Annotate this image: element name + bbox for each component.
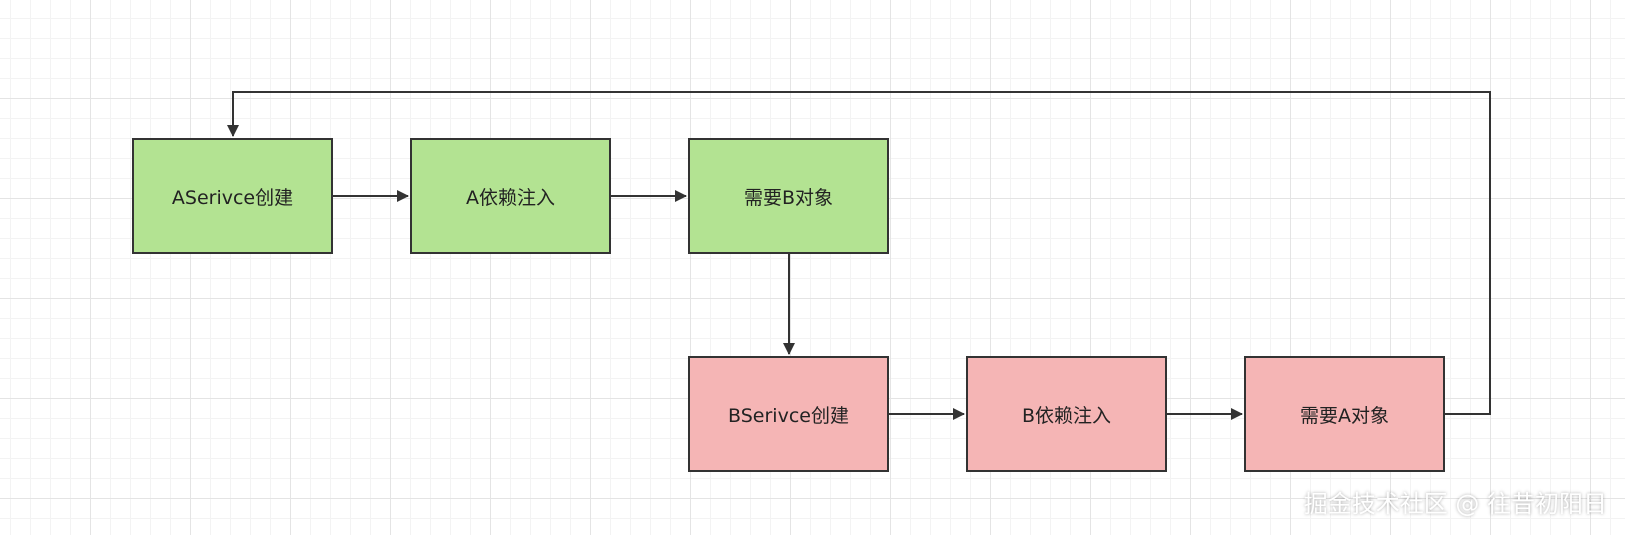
node-bservice-create[interactable]: BSerivce创建 [688,356,889,472]
node-label: A依赖注入 [466,186,555,209]
edge-need-a-to-a-create [227,91,1491,415]
node-aservice-create[interactable]: ASerivce创建 [132,138,333,254]
node-label: BSerivce创建 [728,404,849,427]
node-label: 需要A对象 [1300,404,1389,427]
node-need-a-object[interactable]: 需要A对象 [1244,356,1445,472]
node-label: B依赖注入 [1021,404,1112,427]
node-need-b-object[interactable]: 需要B对象 [688,138,889,254]
watermark: 掘金技术社区 @ 往昔初阳日 [1303,490,1607,518]
node-b-dependency-injection[interactable]: B依赖注入 [966,356,1167,472]
node-label: ASerivce创建 [171,186,294,209]
node-a-dependency-injection[interactable]: A依赖注入 [410,138,611,254]
node-label: 需要B对象 [743,186,834,209]
